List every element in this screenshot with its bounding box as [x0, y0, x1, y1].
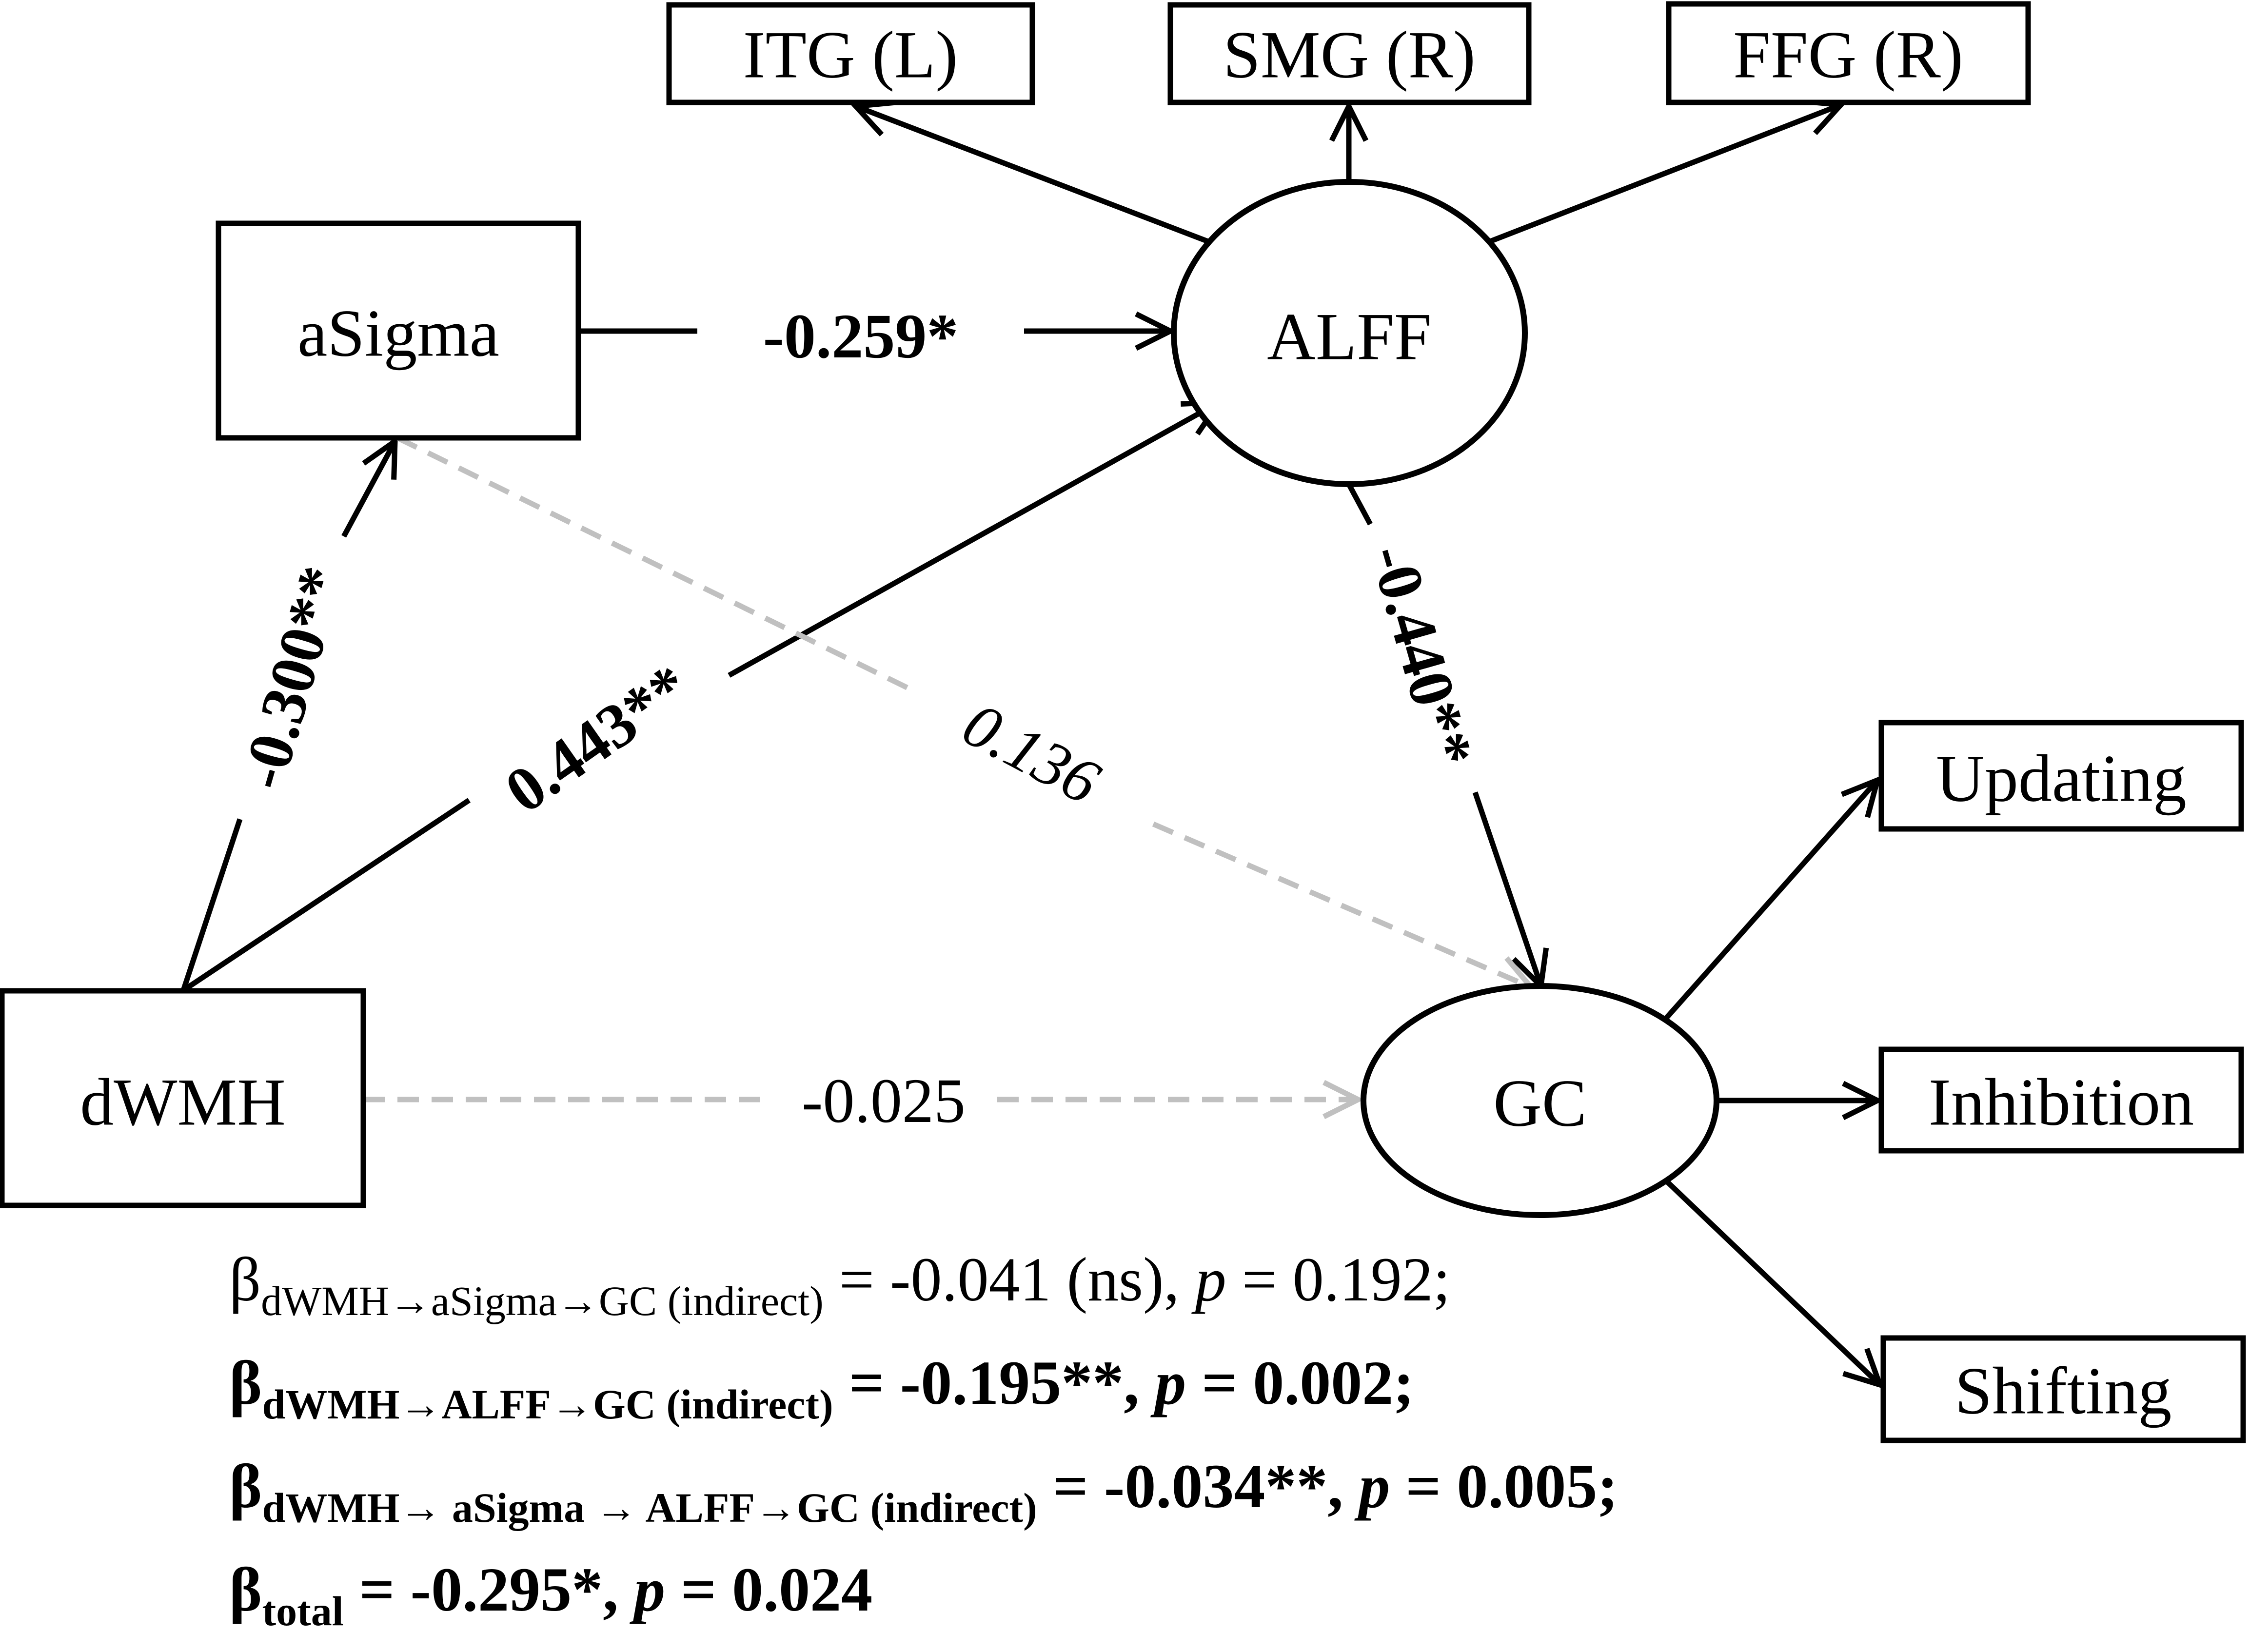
summary-row-indirect-alff: βdWMH→ALFF→GC (indirect) = -0.195**, p =…: [229, 1342, 1618, 1445]
p-value: = 0.002;: [1186, 1348, 1414, 1418]
node-label: Shifting: [1955, 1354, 2172, 1428]
node-gc: GC: [1361, 983, 1719, 1218]
node-itg: ITG (L): [666, 2, 1035, 105]
node-label: GC: [1493, 1066, 1587, 1141]
path-segment-asigma-gc-a: [396, 435, 913, 692]
coef-dwmh-asigma: -0.300**: [228, 559, 358, 796]
p-label: p: [634, 1555, 666, 1625]
effect-path-subscript: total: [262, 1588, 344, 1635]
path-segment-dwmh-alff-a: [181, 798, 471, 993]
path-arrow-asigma-gc: [1152, 821, 1531, 987]
node-label: ALFF: [1267, 299, 1431, 374]
beta-symbol: β: [229, 1555, 262, 1625]
node-label: Updating: [1936, 741, 2187, 816]
summary-row-total: βtotal = -0.295*, p = 0.024: [229, 1549, 1618, 1652]
node-label: Inhibition: [1929, 1065, 2194, 1140]
p-value: = 0.024: [665, 1555, 873, 1625]
effect-path-subscript: dWMH→ALFF→GC (indirect): [262, 1381, 833, 1428]
coef-alff-gc: -0.440**: [1357, 537, 1487, 774]
beta-symbol: β: [229, 1245, 261, 1314]
effect-value: = -0.034**,: [1037, 1452, 1359, 1521]
node-updating: Updating: [1878, 720, 2244, 832]
node-asigma: aSigma: [216, 220, 581, 441]
effect-path-subscript: dWMH→aSigma→GC (indirect): [261, 1278, 824, 1325]
node-label: FFG (R): [1733, 18, 1963, 92]
node-dwmh: dWMH: [0, 988, 366, 1208]
path-arrow-alff-gc: [1472, 791, 1541, 986]
node-label: dWMH: [80, 1065, 286, 1140]
path-arrow-dwmh-alff: [728, 402, 1219, 678]
node-alff: ALFF: [1171, 179, 1528, 487]
summary-row-indirect-asigma: βdWMH→aSigma→GC (indirect) = -0.041 (ns)…: [229, 1239, 1618, 1342]
node-label: aSigma: [297, 296, 499, 371]
beta-symbol: β: [229, 1348, 262, 1418]
coef-asigma-alff: -0.259*: [763, 301, 959, 372]
loading-arrow-alff-ffg: [1477, 105, 1841, 249]
node-shifting: Shifting: [1880, 1335, 2246, 1443]
effects-summary: βdWMH→aSigma→GC (indirect) = -0.041 (ns)…: [229, 1239, 1618, 1652]
node-label: ITG (L): [743, 18, 958, 92]
coef-asigma-gc: 0.136: [952, 689, 1111, 818]
path-diagram: ITG (L) SMG (R) FFG (R) aSigma dWMH Upda…: [0, 1, 2246, 1443]
node-inhibition: Inhibition: [1878, 1046, 2244, 1154]
node-ffg: FFG (R): [1666, 1, 2031, 105]
loading-arrow-gc-updating: [1663, 780, 1877, 1021]
effect-path-subscript: dWMH→ aSigma → ALFF→GC (indirect): [262, 1484, 1037, 1532]
p-value: = 0.192;: [1226, 1245, 1451, 1314]
loading-arrow-alff-itg: [856, 106, 1215, 247]
node-smg: SMG (R): [1167, 2, 1532, 105]
loading-arrow-gc-shifting: [1663, 1178, 1880, 1385]
p-value: = 0.005;: [1390, 1452, 1618, 1521]
path-arrow-dwmh-asigma: [341, 441, 395, 538]
effect-value: = -0.295*,: [343, 1555, 634, 1625]
summary-row-indirect-serial: βdWMH→ aSigma → ALFF→GC (indirect) = -0.…: [229, 1445, 1618, 1549]
p-label: p: [1195, 1245, 1226, 1314]
coef-dwmh-gc: -0.025: [802, 1066, 966, 1136]
effect-value: = -0.195**,: [833, 1348, 1155, 1418]
p-label: p: [1155, 1348, 1186, 1418]
beta-symbol: β: [229, 1452, 262, 1521]
path-segment-dwmh-asigma-a: [180, 818, 243, 991]
path-segment-alff-gc-a: [1346, 483, 1373, 526]
effect-value: = -0.041 (ns),: [823, 1245, 1195, 1314]
coef-dwmh-alff: 0.443**: [493, 651, 702, 826]
p-label: p: [1359, 1452, 1390, 1521]
node-label: SMG (R): [1223, 18, 1476, 92]
